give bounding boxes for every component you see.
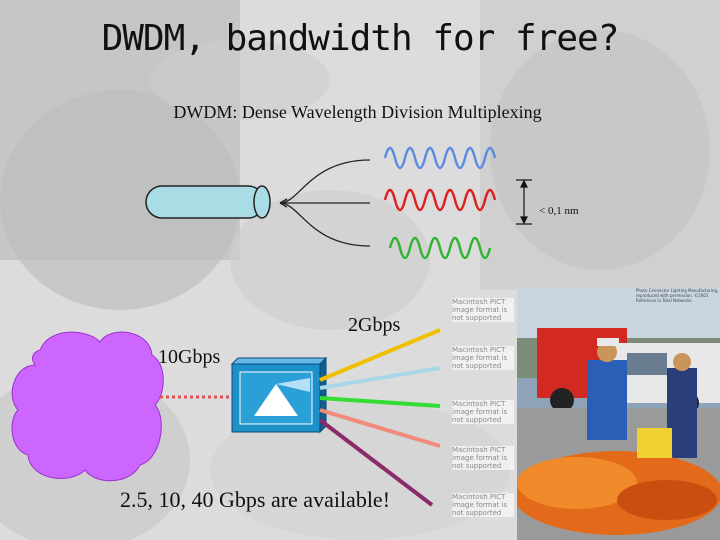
rate-2gbps-label: 2Gbps [348, 314, 401, 336]
output-line-salmon [319, 408, 441, 448]
spacing-marker [516, 179, 532, 225]
rate-10gbps-label: 10Gbps [158, 346, 221, 368]
wavelength-spacing-label: < 0,1 nm [539, 205, 579, 217]
output-line-yellow [319, 328, 441, 382]
slide-subtitle: DWDM: Dense Wavelength Division Multiple… [173, 102, 542, 122]
pict-placeholder-5: Macintosh PICT image format is not suppo… [452, 493, 514, 517]
wave-red [383, 188, 497, 212]
photo-caption: Photo Connector Lighting Manufacturing, … [636, 288, 719, 303]
output-line-green [319, 396, 441, 408]
output-line-purple [318, 418, 434, 507]
pict-placeholder-3: Macintosh PICT image format is not suppo… [452, 400, 514, 424]
fanout-lines [279, 159, 371, 247]
output-line-lightblue [319, 366, 441, 390]
dwdm-switch [230, 356, 328, 434]
fiber-cable [145, 185, 271, 219]
pict-placeholder-1: Macintosh PICT image format is not suppo… [452, 298, 514, 322]
available-rates-label: 2.5, 10, 40 Gbps are available! [120, 487, 391, 512]
pict-placeholder-2: Macintosh PICT image format is not suppo… [452, 346, 514, 370]
network-cloud [11, 331, 164, 482]
slide-title: DWDM, bandwidth for free? [101, 18, 620, 59]
wave-green [388, 236, 492, 260]
workers-photo [517, 288, 720, 540]
wave-blue [383, 146, 497, 170]
pict-placeholder-4: Macintosh PICT image format is not suppo… [452, 446, 514, 470]
